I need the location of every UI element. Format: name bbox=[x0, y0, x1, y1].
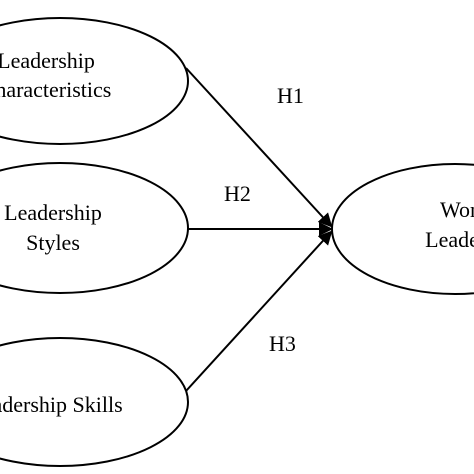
node-characteristics-ellipse bbox=[0, 17, 189, 145]
node-target-line2: Leadership bbox=[425, 227, 474, 252]
node-skills-line1: Leadership Skills bbox=[0, 392, 123, 417]
edge-h3-label: H3 bbox=[269, 331, 296, 356]
edge-h1-label: H1 bbox=[277, 83, 304, 108]
node-characteristics-line2: Characteristics bbox=[0, 77, 111, 102]
node-styles-line2: Styles bbox=[26, 230, 80, 255]
node-styles-ellipse bbox=[0, 162, 189, 294]
node-skills-ellipse bbox=[0, 337, 189, 467]
node-target-line1: Women bbox=[440, 197, 474, 222]
edge-h1-arrow bbox=[185, 67, 333, 228]
node-characteristics-line1: Leadership bbox=[0, 48, 95, 73]
edge-h3-arrow bbox=[185, 230, 333, 392]
node-styles-line1: Leadership bbox=[4, 200, 102, 225]
edge-h2-label: H2 bbox=[224, 181, 251, 206]
